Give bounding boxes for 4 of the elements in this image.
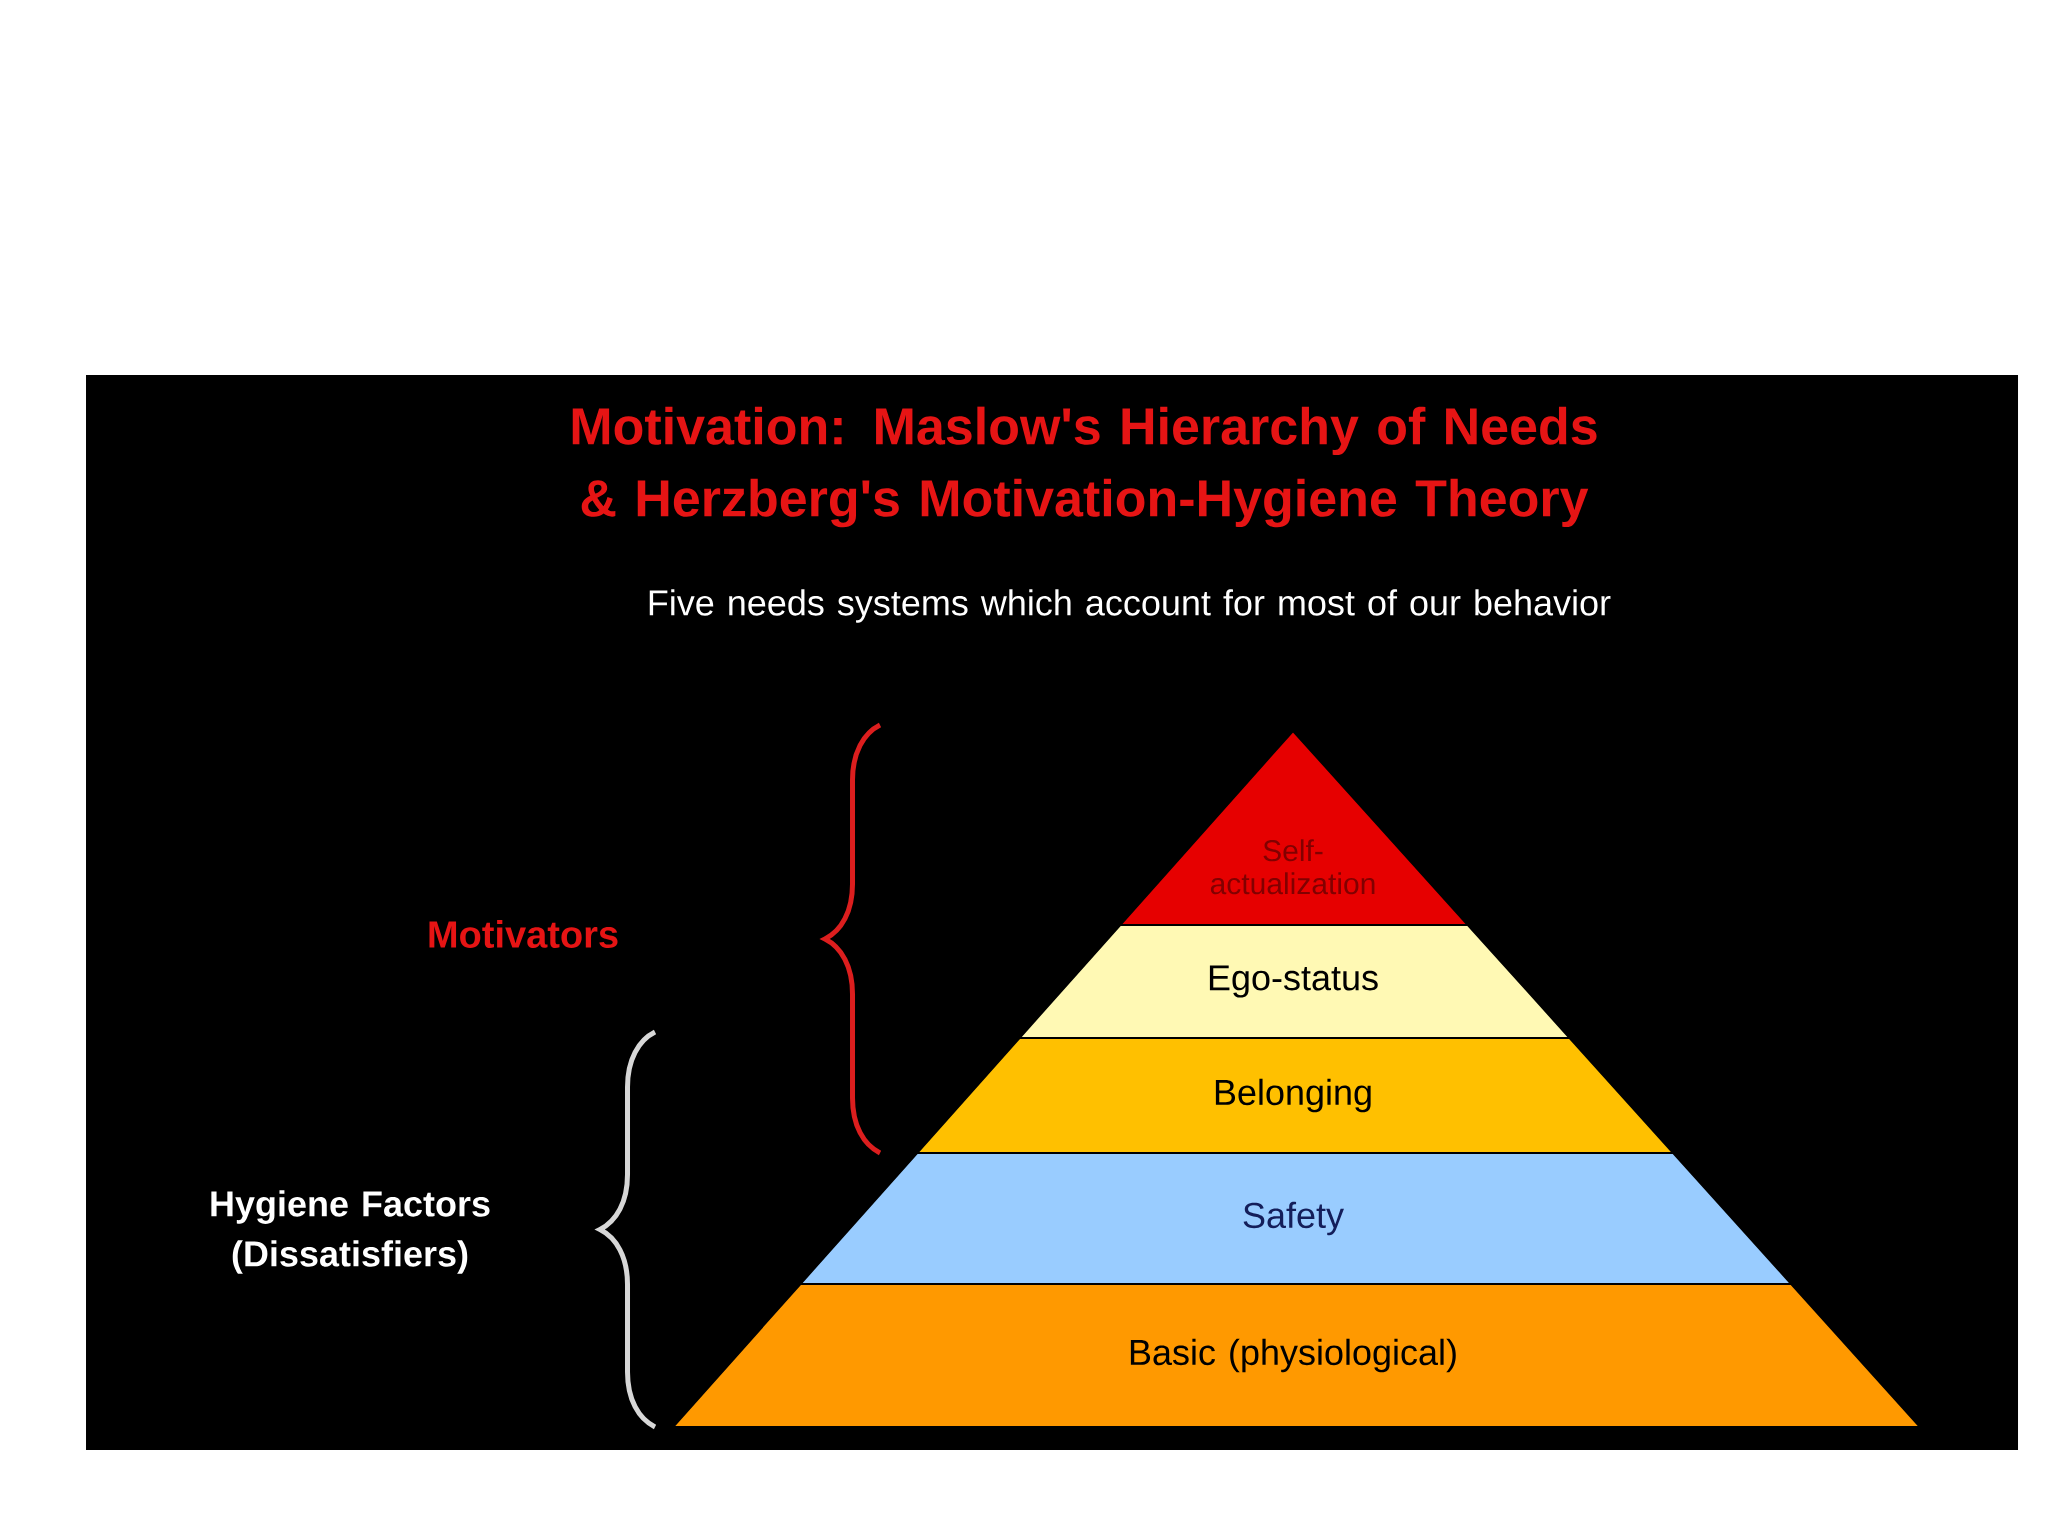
bracket-label: Hygiene Factors (Dissatisfiers)	[211, 1190, 490, 1274]
title: Motivation: Maslow's Hierarchy of Needs & Herzberg's Motivation-Hygiene Theory	[572, 406, 1597, 528]
subtitle: Five needs systems which account for most of our behavior	[649, 589, 1611, 623]
bracket-label: Motivators	[429, 920, 618, 948]
